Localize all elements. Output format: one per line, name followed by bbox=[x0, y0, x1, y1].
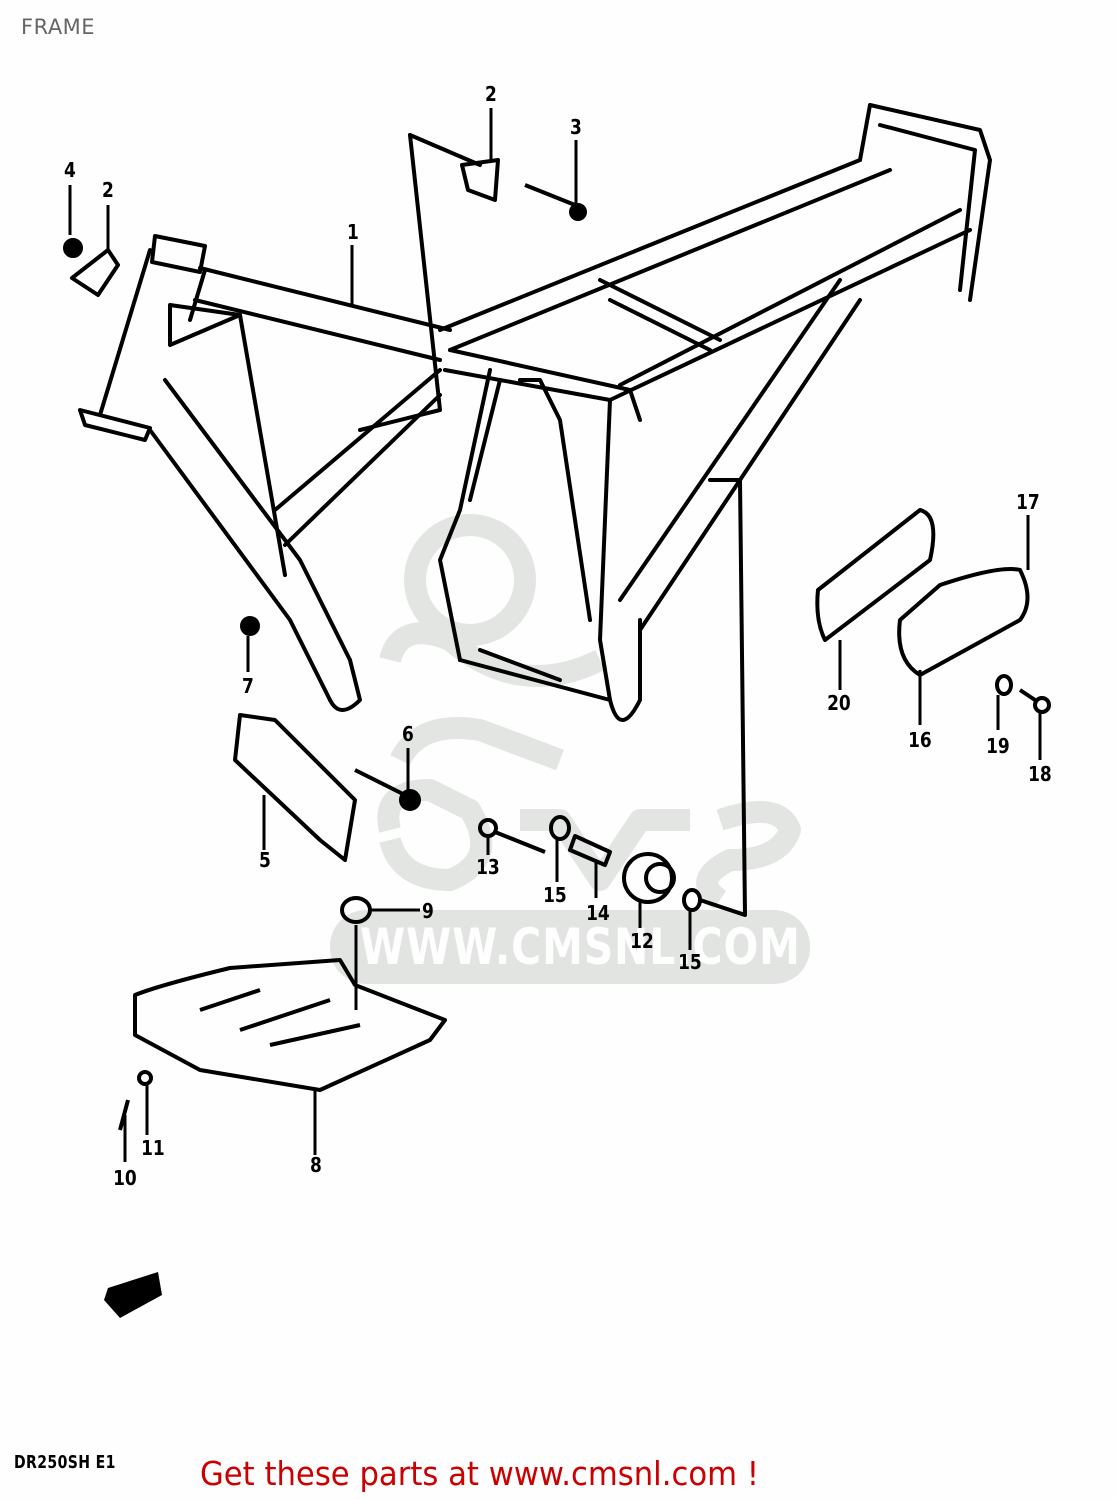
callout-9[interactable]: 9 bbox=[422, 899, 434, 923]
callout-16[interactable]: 16 bbox=[908, 728, 932, 752]
callout-17[interactable]: 17 bbox=[1016, 490, 1040, 514]
tool-box-cover bbox=[815, 508, 936, 642]
model-code: DR250SH E1 bbox=[14, 1452, 116, 1473]
callout-20[interactable]: 20 bbox=[827, 691, 851, 715]
callout-13[interactable]: 13 bbox=[476, 855, 500, 879]
skid-plate bbox=[133, 958, 447, 1092]
callout-14[interactable]: 14 bbox=[586, 901, 610, 925]
front-direction-arrow bbox=[104, 1272, 162, 1318]
callout-7[interactable]: 7 bbox=[242, 674, 254, 698]
watermark-banner bbox=[330, 910, 810, 984]
head-tube bbox=[150, 234, 207, 274]
callout-19[interactable]: 19 bbox=[986, 734, 1010, 758]
callout-15-a[interactable]: 15 bbox=[543, 883, 567, 907]
callout-2-left[interactable]: 2 bbox=[102, 178, 114, 202]
callout-5[interactable]: 5 bbox=[259, 848, 271, 872]
callout-4[interactable]: 4 bbox=[64, 158, 76, 182]
callout-11[interactable]: 11 bbox=[141, 1136, 165, 1160]
callout-2-right[interactable]: 2 bbox=[485, 82, 497, 106]
chain-guide bbox=[233, 713, 357, 862]
callout-18[interactable]: 18 bbox=[1028, 762, 1052, 786]
watermark-text: WWW.CMSNL.COM bbox=[360, 918, 801, 976]
page-title: FRAME bbox=[21, 15, 96, 39]
callout-12[interactable]: 12 bbox=[630, 929, 654, 953]
callout-3[interactable]: 3 bbox=[570, 115, 582, 139]
callout-15-b[interactable]: 15 bbox=[678, 950, 702, 974]
plate-right bbox=[460, 158, 500, 202]
callout-10[interactable]: 10 bbox=[113, 1166, 137, 1190]
callout-8[interactable]: 8 bbox=[310, 1153, 322, 1177]
get-parts-link[interactable]: Get these parts at www.cmsnl.com ! bbox=[200, 1454, 760, 1493]
callout-6[interactable]: 6 bbox=[402, 722, 414, 746]
plate-left bbox=[70, 248, 120, 297]
tool-box bbox=[897, 567, 1030, 677]
callout-1[interactable]: 1 bbox=[347, 220, 359, 244]
